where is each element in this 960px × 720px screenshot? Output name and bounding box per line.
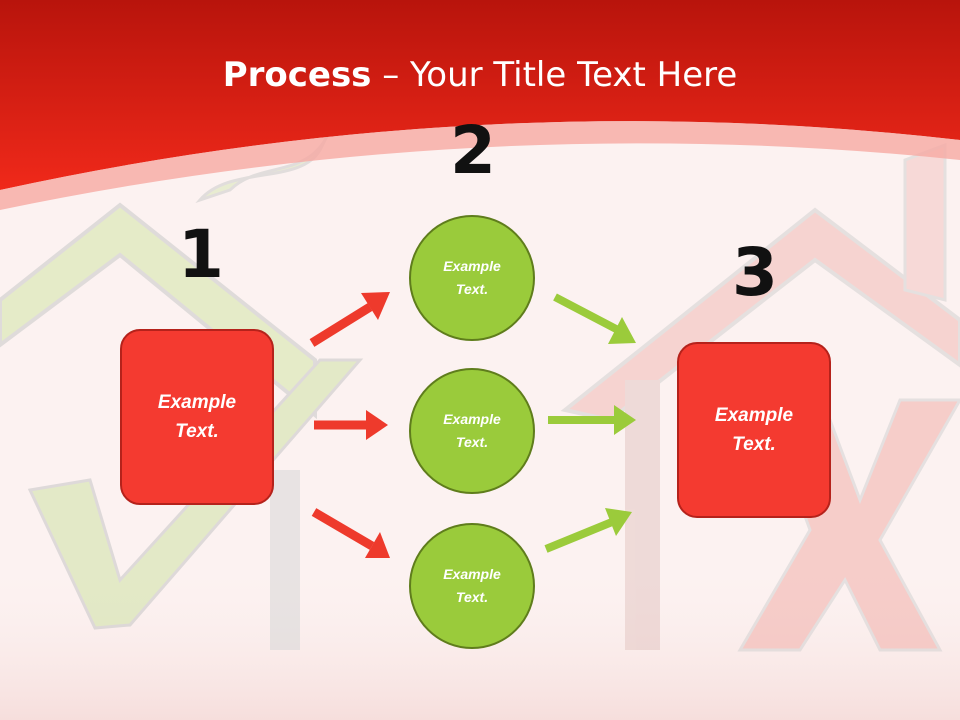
header-band xyxy=(0,0,960,190)
title-bold: Process xyxy=(222,55,372,95)
step-circle-bottom-text: Example Text. xyxy=(443,566,501,605)
step-number-1: 1 xyxy=(178,216,224,293)
red-arrow-up xyxy=(309,292,390,347)
green-house-icon xyxy=(0,129,364,650)
slide-title: Process – Your Title Text Here xyxy=(0,55,960,95)
title-rest: – Your Title Text Here xyxy=(371,55,738,95)
step-circle-bottom[interactable]: Example Text. xyxy=(409,523,535,649)
red-house-icon xyxy=(560,142,960,652)
step-box-3[interactable]: Example Text. xyxy=(677,342,831,518)
step-box-1[interactable]: Example Text. xyxy=(120,329,274,505)
red-arrow-right xyxy=(314,410,388,440)
header-curve-shadow xyxy=(0,121,960,210)
red-arrow-down xyxy=(311,508,390,558)
step-circle-middle[interactable]: Example Text. xyxy=(409,368,535,494)
green-arrow-down xyxy=(553,293,636,344)
step-circle-top-text: Example Text. xyxy=(443,258,501,297)
green-arrow-right xyxy=(548,405,636,435)
step-circle-top[interactable]: Example Text. xyxy=(409,215,535,341)
step-circle-middle-text: Example Text. xyxy=(443,411,501,450)
step-number-2: 2 xyxy=(450,112,496,189)
green-arrow-up xyxy=(544,508,632,553)
step-box-1-text: Example Text. xyxy=(157,392,237,442)
step-number-3: 3 xyxy=(732,234,778,311)
step-box-3-text: Example Text. xyxy=(714,405,794,455)
